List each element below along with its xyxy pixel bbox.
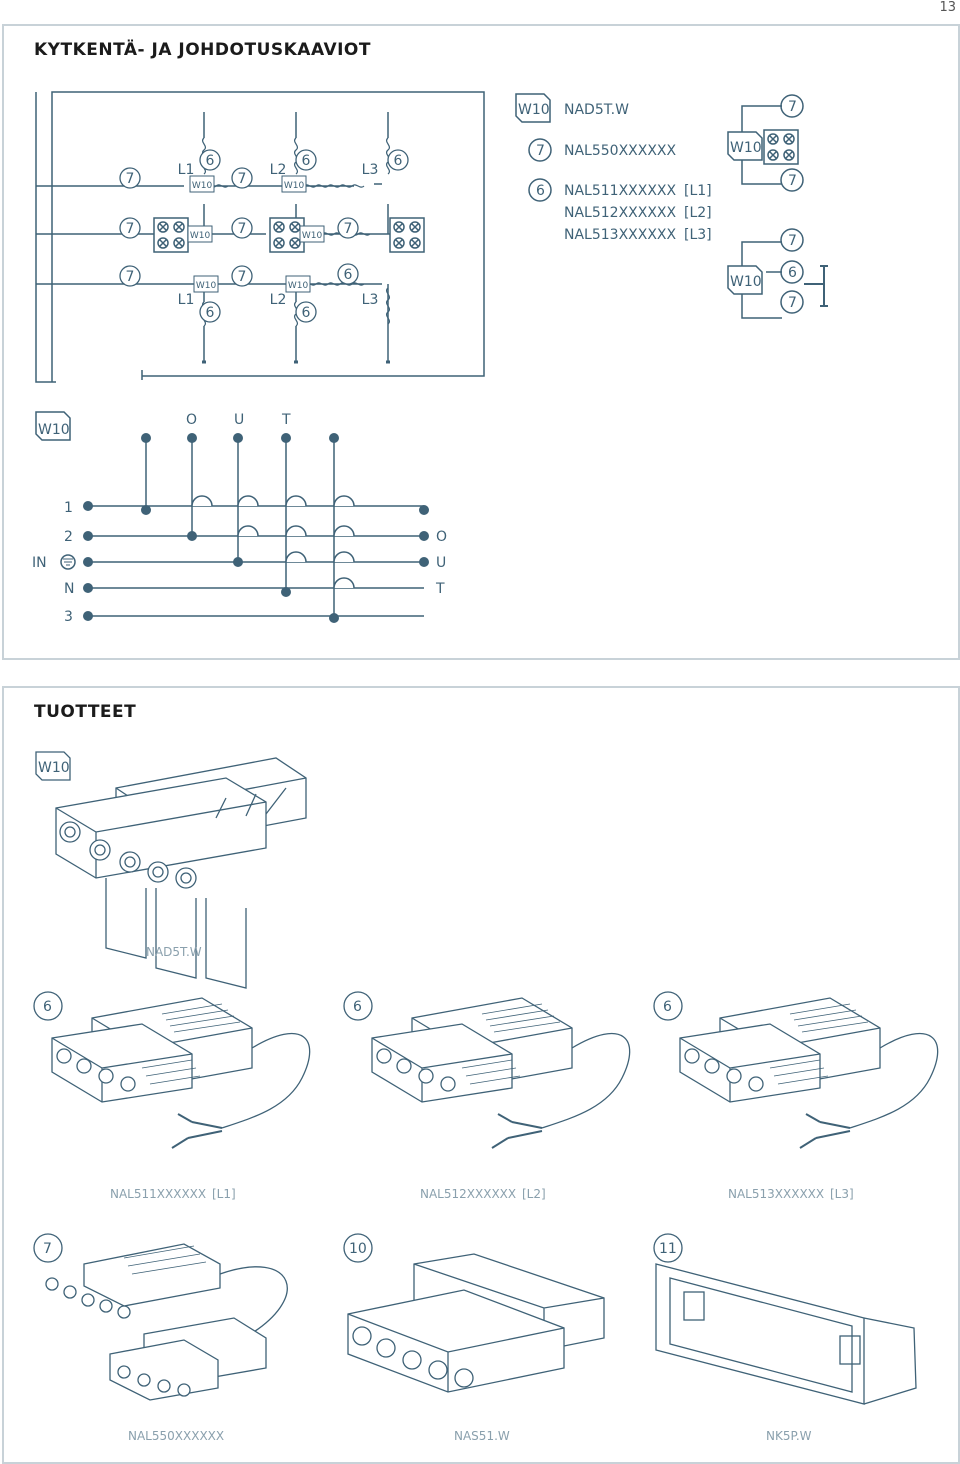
mini-w10-label: W10 — [730, 140, 762, 156]
products-panel: TUOTTEET — [2, 686, 960, 1464]
w10-tag-label: W10 — [284, 181, 305, 191]
label-6: 6 — [206, 305, 215, 321]
label-7: 7 — [126, 221, 135, 237]
page-number: 13 — [939, 0, 956, 15]
mini-diagram — [727, 94, 828, 319]
right-label-o: O — [436, 529, 447, 545]
product-name-nas51: NAS51.W — [454, 1429, 510, 1443]
legend-6-phase: [L1] — [684, 183, 712, 199]
phase-l1: L1 — [178, 292, 195, 308]
label-7: 7 — [344, 221, 353, 237]
left-label: 3 — [64, 609, 73, 625]
label-7: 7 — [788, 173, 797, 189]
product-name-nal550: NAL550XXXXXX — [128, 1429, 224, 1443]
plug-nal513 — [679, 997, 939, 1149]
junction-box — [389, 217, 425, 253]
left-label: N — [64, 581, 74, 597]
right-label-t: T — [435, 581, 445, 597]
section-title: TUOTTEET — [34, 702, 137, 722]
badge-6: 6 — [663, 999, 672, 1015]
product-name-nal513: NAL513XXXXXX — [728, 1187, 824, 1201]
phase-l2: L2 — [270, 292, 287, 308]
junction-box — [269, 217, 305, 253]
top-label-o: O — [186, 412, 197, 428]
w10-tag-label: W10 — [196, 281, 217, 291]
phase-l3: L3 — [362, 162, 379, 178]
label-7: 7 — [238, 171, 247, 187]
label-6: 6 — [788, 265, 797, 281]
label-6: 6 — [302, 305, 311, 321]
wiring-diagrams: W10 W10 W10 W10 W10 W10 7 7 7 7 7 7 7 6 … — [32, 91, 828, 625]
section-title: KYTKENTÄ- JA JOHDOTUSKAAVIOT — [34, 40, 371, 60]
phase-l2: L2 — [270, 162, 287, 178]
wiring-diagrams-panel: KYTKENTÄ- JA JOHDOTUSKAAVIOT — [2, 24, 960, 660]
label-6: 6 — [302, 153, 311, 169]
label-7: 7 — [788, 295, 797, 311]
w10-product-badge — [35, 751, 71, 781]
label-7: 7 — [788, 99, 797, 115]
product-phase-l3: [L3] — [830, 1187, 854, 1201]
legend-7-model: NAL550XXXXXX — [564, 143, 677, 159]
product-name-nk5p: NK5P.W — [766, 1429, 812, 1443]
label-7: 7 — [238, 269, 247, 285]
badge-10: 10 — [349, 1241, 367, 1257]
junction-box — [153, 217, 189, 253]
w10-product-badge-label: W10 — [38, 760, 70, 776]
legend-w10-badge: W10 — [518, 102, 550, 118]
left-label: 1 — [64, 500, 73, 516]
mini-w10-label: W10 — [730, 274, 762, 290]
label-7: 7 — [238, 221, 247, 237]
plug-nal550 — [45, 1243, 288, 1401]
phase-l1: L1 — [178, 162, 195, 178]
legend-6-model: NAL512XXXXXX — [564, 205, 677, 221]
w10-tag-label: W10 — [302, 231, 323, 241]
badge-6: 6 — [43, 999, 52, 1015]
product-name-nal511: NAL511XXXXXX — [110, 1187, 206, 1201]
label-7: 7 — [126, 171, 135, 187]
plug-nas51 — [347, 1253, 605, 1393]
right-label-u: U — [436, 555, 446, 571]
legend-7-badge: 7 — [536, 143, 545, 159]
product-name-nad5t: NAD5T.W — [146, 945, 202, 959]
plug-nal511 — [51, 997, 311, 1149]
label-6: 6 — [206, 153, 215, 169]
plug-nal512 — [371, 997, 631, 1149]
top-label-t: T — [281, 412, 291, 428]
label-7: 7 — [126, 269, 135, 285]
product-phase-l1: [L1] — [212, 1187, 236, 1201]
label-6: 6 — [394, 153, 403, 169]
badge-6: 6 — [353, 999, 362, 1015]
product-name-nal512: NAL512XXXXXX — [420, 1187, 516, 1201]
badge-11: 11 — [659, 1241, 677, 1257]
product-phase-l2: [L2] — [522, 1187, 546, 1201]
phase-l3: L3 — [362, 292, 379, 308]
legend-6-model: NAL511XXXXXX — [564, 183, 677, 199]
badge-7: 7 — [43, 1241, 52, 1257]
top-label-u: U — [234, 412, 244, 428]
legend-6-phase: [L3] — [684, 227, 712, 243]
circuit-lines — [36, 112, 396, 364]
legend-6-phase: [L2] — [684, 205, 712, 221]
in-label: IN — [32, 555, 47, 571]
legend-6-badge: 6 — [536, 183, 545, 199]
w10-tag-label: W10 — [288, 281, 309, 291]
w10-tag-label: W10 — [190, 231, 211, 241]
legend-6-model: NAL513XXXXXX — [564, 227, 677, 243]
legend — [515, 93, 552, 202]
frame-nk5p — [655, 1263, 917, 1405]
product-illustrations: W10 6 6 6 7 10 11 NAD5T.W NAL511XXXXXX [… — [33, 751, 939, 1443]
left-label: 2 — [64, 529, 73, 545]
label-7: 7 — [788, 233, 797, 249]
label-6: 6 — [344, 267, 353, 283]
wiring-w10-badge: W10 — [38, 422, 70, 438]
w10-tags — [187, 175, 325, 293]
legend-w10-model: NAD5T.W — [564, 102, 629, 118]
nad5t-distributor-image — [55, 757, 307, 989]
w10-tag-label: W10 — [192, 181, 213, 191]
wiring-matrix — [35, 411, 429, 623]
